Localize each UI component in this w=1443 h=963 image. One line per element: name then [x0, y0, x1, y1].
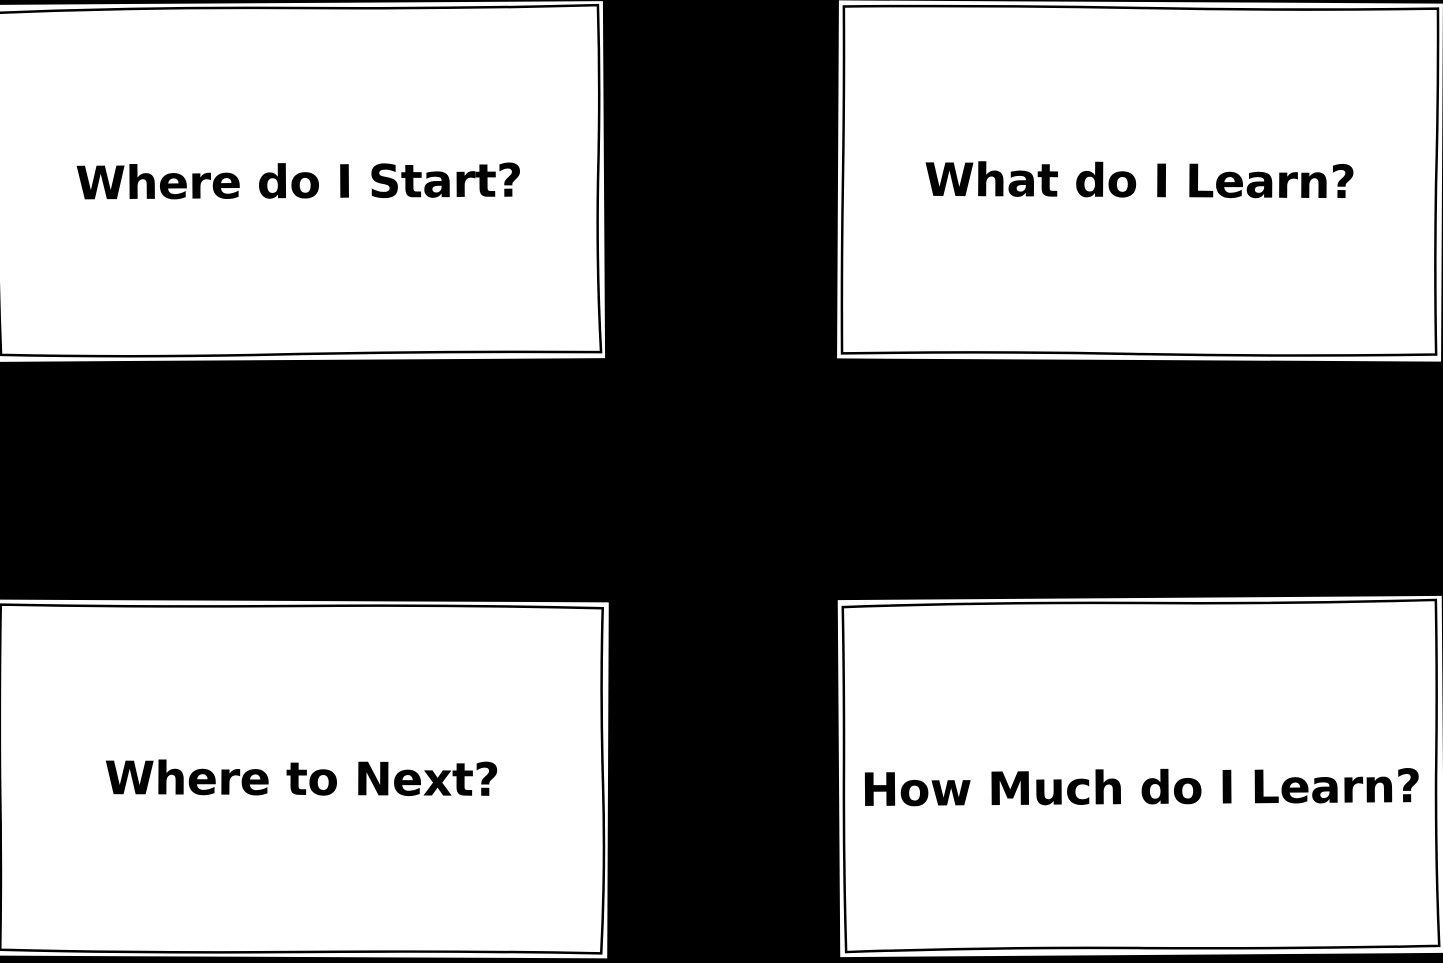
card-title: Where do I Start? — [75, 153, 523, 210]
card-where-to-next[interactable]: Where to Next? — [0, 599, 609, 959]
card-title: Where to Next? — [104, 751, 500, 807]
card-title: How Much do I Learn? — [860, 758, 1422, 817]
card-what-do-i-learn[interactable]: What do I Learn? — [837, 0, 1443, 362]
card-where-do-i-start[interactable]: Where do I Start? — [0, 1, 606, 362]
card-title: What do I Learn? — [923, 152, 1357, 210]
card-how-much-do-i-learn[interactable]: How Much do I Learn? — [837, 595, 1443, 958]
